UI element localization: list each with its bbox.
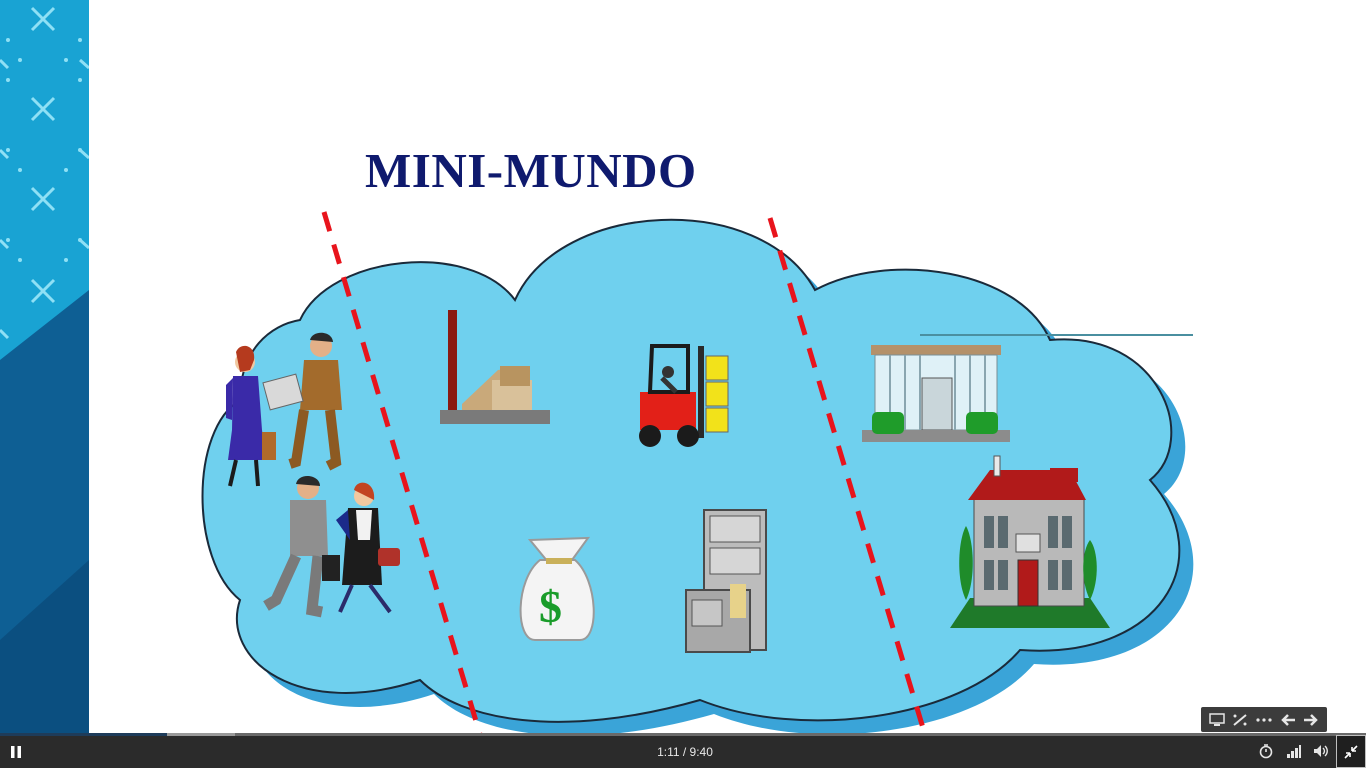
timer-button[interactable] xyxy=(1256,741,1276,761)
signal-icon xyxy=(1287,745,1301,758)
next-arrow-icon[interactable] xyxy=(1301,710,1321,730)
decorative-side-band xyxy=(0,0,89,733)
slide-navigation-toolbar xyxy=(1201,707,1327,732)
time-display: 1:11 / 9:40 xyxy=(657,745,713,759)
quality-button[interactable] xyxy=(1284,741,1304,761)
pause-icon xyxy=(11,746,21,758)
pen-icon[interactable] xyxy=(1230,710,1250,730)
video-player-bar: 1:11 / 9:40 xyxy=(0,733,1366,768)
previous-arrow-icon[interactable] xyxy=(1278,710,1298,730)
screen-icon[interactable] xyxy=(1207,710,1227,730)
exit-fullscreen-button[interactable] xyxy=(1336,735,1366,768)
pause-button[interactable] xyxy=(0,736,32,768)
volume-icon xyxy=(1314,745,1328,757)
timer-icon xyxy=(1259,744,1273,759)
slide-title: MINI-MUNDO xyxy=(365,143,697,198)
progress-bar[interactable] xyxy=(0,733,1366,736)
volume-button[interactable] xyxy=(1311,741,1331,761)
more-icon[interactable] xyxy=(1254,710,1274,730)
exit-fullscreen-icon xyxy=(1344,744,1358,759)
presentation-slide xyxy=(89,0,1366,733)
progress-played xyxy=(0,733,167,736)
